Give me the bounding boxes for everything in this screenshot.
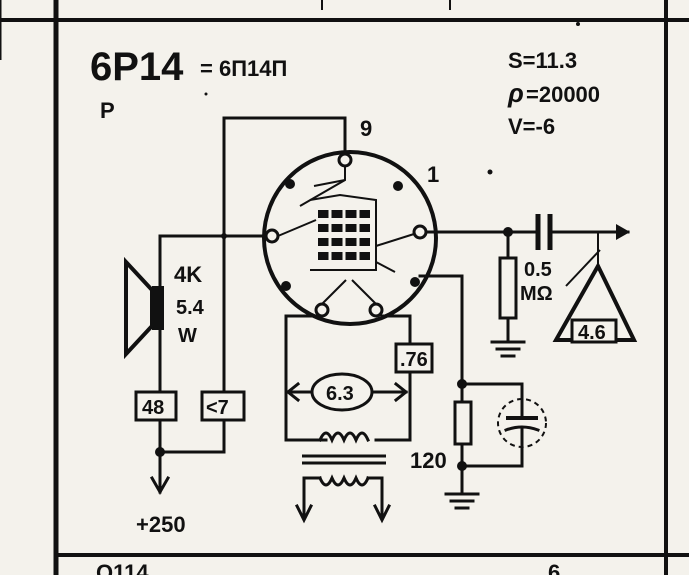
heater-current-label: .76 <box>400 349 428 371</box>
heater-voltage-label: 6.3 <box>326 383 354 405</box>
screen-current-label: <7 <box>206 397 229 419</box>
heater-voltage-oval <box>310 372 374 412</box>
supply-voltage: +250 <box>136 512 186 537</box>
plate-current-box <box>134 390 178 422</box>
grid-resistor-value: 0.5 <box>524 259 552 281</box>
plate-current-label: 48 <box>142 397 164 419</box>
bypass-capacitor <box>497 398 547 448</box>
heater-wiring <box>284 314 412 442</box>
grid-resistor-unit: MΩ <box>520 283 553 305</box>
speaker-power-unit: W <box>178 325 197 347</box>
footer-right-text: 6 .... <box>548 560 591 575</box>
pin-label-9: 9 <box>360 116 372 141</box>
input-drive-box <box>570 318 618 344</box>
spec-transconductance: S=11.3 <box>508 48 577 73</box>
cathode-resistor <box>453 400 473 446</box>
tube-name: 6P14 <box>90 45 184 89</box>
ground-symbol-grid <box>490 340 526 358</box>
footer-left-text: Q114 <box>96 560 149 575</box>
speaker-power: 5.4 <box>176 297 205 319</box>
grid-resistor <box>498 256 518 320</box>
spec-plate-resistance: =20000 <box>526 82 600 107</box>
cathode-resistor-value: 120 <box>410 448 447 473</box>
tube-type-code: P <box>100 98 115 123</box>
tube-equivalent: = 6П14П <box>200 56 287 81</box>
heater-transformer <box>294 431 392 524</box>
plate-wiring <box>155 116 347 494</box>
rho-symbol: ρ <box>507 78 524 108</box>
speaker-symbol <box>124 256 164 360</box>
tube-electrodes <box>277 166 415 305</box>
supply-arrow <box>149 475 171 496</box>
input-drive-value: 4.6 <box>578 322 606 344</box>
pin-label-1: 1 <box>427 162 439 187</box>
speaker-impedance: 4K <box>174 262 202 287</box>
ground-symbol-cathode <box>444 492 480 510</box>
heater-current-box <box>394 342 434 374</box>
spec-grid-bias: V=-6 <box>508 114 555 139</box>
grid-input-wiring <box>424 214 630 342</box>
tube-envelope <box>262 150 438 326</box>
screen-current-box <box>200 390 246 422</box>
